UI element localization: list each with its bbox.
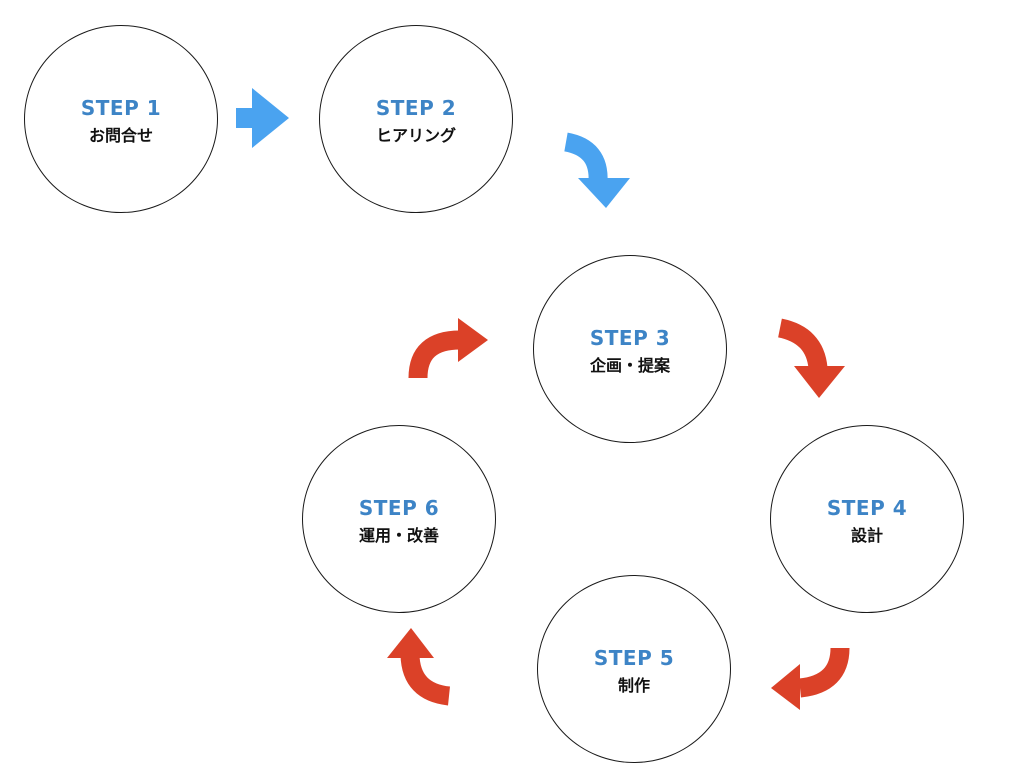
step-4-label: 設計 xyxy=(850,526,883,545)
arrow-step5-to-step6-icon xyxy=(387,628,451,706)
step-1-circle: STEP 1 お問合せ xyxy=(24,25,218,213)
step-4-number: STEP 4 xyxy=(826,496,908,520)
step-2-number: STEP 2 xyxy=(375,96,457,120)
step-3-number: STEP 3 xyxy=(589,326,671,350)
step-5-circle: STEP 5 制作 xyxy=(537,575,731,763)
arrow-step3-to-step4-icon xyxy=(777,318,845,398)
step-6-label: 運用・改善 xyxy=(358,526,439,545)
arrow-step4-to-step5-icon xyxy=(771,647,850,710)
arrow-step2-to-step3-icon xyxy=(563,132,630,208)
step-2-label: ヒアリング xyxy=(375,126,456,145)
arrow-step6-to-step3-icon xyxy=(408,318,488,379)
step-6-number: STEP 6 xyxy=(358,496,440,520)
step-5-number: STEP 5 xyxy=(593,646,675,670)
arrow-step1-to-step2-icon xyxy=(236,88,289,148)
step-5-label: 制作 xyxy=(617,676,650,695)
step-3-circle: STEP 3 企画・提案 xyxy=(533,255,727,443)
step-1-number: STEP 1 xyxy=(80,96,162,120)
step-2-circle: STEP 2 ヒアリング xyxy=(319,25,513,213)
step-6-circle: STEP 6 運用・改善 xyxy=(302,425,496,613)
step-3-label: 企画・提案 xyxy=(589,356,670,375)
step-4-circle: STEP 4 設計 xyxy=(770,425,964,613)
step-1-label: お問合せ xyxy=(88,126,153,145)
